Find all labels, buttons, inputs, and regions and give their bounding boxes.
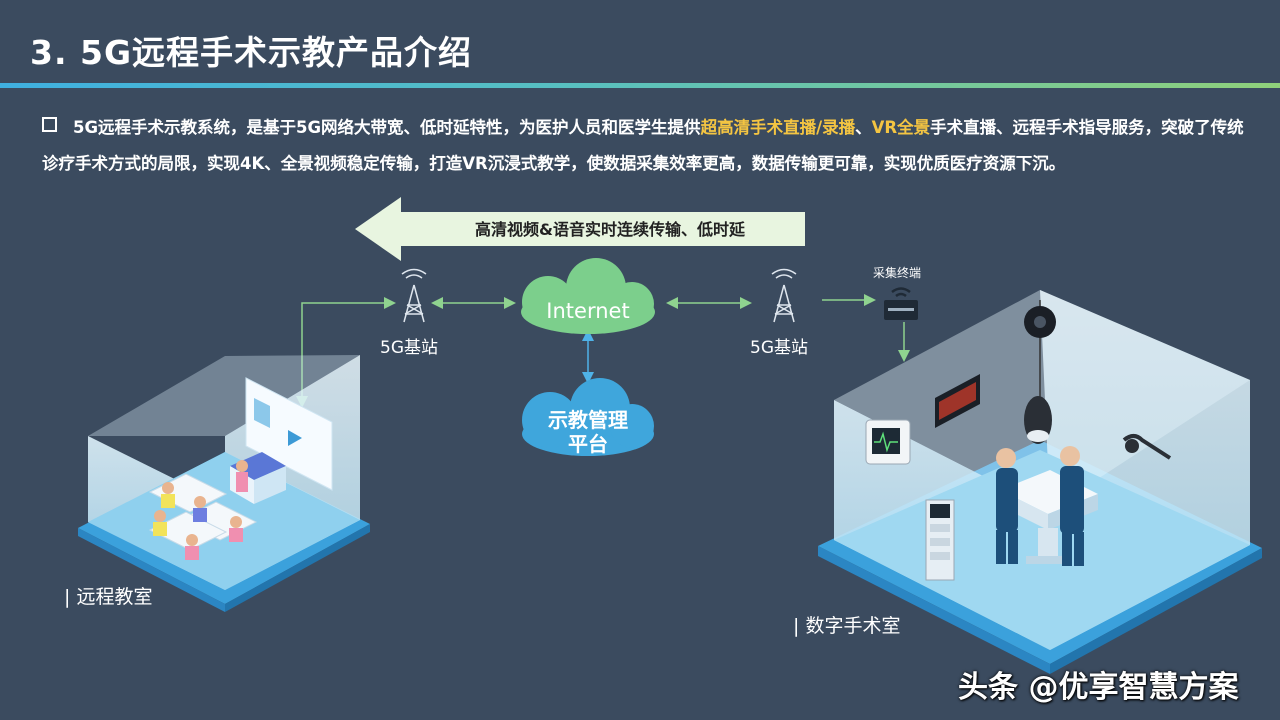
right-tower-icon [771, 268, 797, 323]
arrow-label: 高清视频&语音实时连续传输、低时延 [475, 220, 745, 239]
platform-cloud-icon [522, 378, 654, 456]
description-highlight1: 超高清手术直播/录播 [700, 118, 856, 137]
description-part3: 手术直播、远程手术指导服务，突破了传统诊疗手术方式的局限，实现4K、全景视频稳定… [42, 118, 1244, 173]
description-paragraph: 5G远程手术示教系统，是基于5G网络大带宽、低时延特性，为医护人员和医学生提供超… [42, 110, 1252, 182]
bullet-square-icon [42, 117, 57, 132]
terminal-label: 采集终端 [873, 266, 922, 280]
or-label: | 数字手术室 [793, 615, 901, 637]
left-station-label: 5G基站 [380, 338, 438, 358]
watermark: 头条 @优享智慧方案 [958, 670, 1239, 705]
internet-label: Internet [546, 299, 630, 323]
description-part2: 、 [855, 118, 872, 137]
internet-cloud-icon [521, 258, 655, 334]
description-part1: 5G远程手术示教系统，是基于5G网络大带宽、低时延特性，为医护人员和医学生提供 [73, 118, 701, 137]
title-divider [0, 83, 1280, 88]
remote-classroom-illustration [78, 355, 370, 612]
platform-label-line1: 示教管理 [548, 408, 628, 432]
right-station-label: 5G基站 [750, 338, 808, 358]
terminal-device-icon [884, 287, 918, 320]
platform-label: 示教管理 平台 [522, 408, 654, 456]
classroom-label: | 远程教室 [64, 586, 153, 608]
transmission-arrow [355, 197, 805, 261]
description-highlight2: VR全景 [871, 118, 931, 137]
left-tower-icon [401, 268, 427, 323]
digital-or-illustration [818, 290, 1262, 674]
page-title: 3. 5G远程手术示教产品介绍 [30, 33, 473, 72]
platform-label-line2: 平台 [568, 432, 608, 456]
